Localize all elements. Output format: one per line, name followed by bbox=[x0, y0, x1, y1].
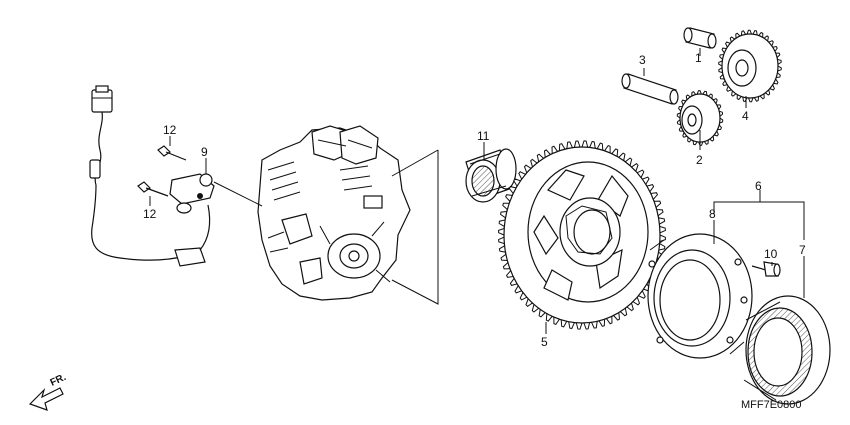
idle-gear-shaft bbox=[621, 73, 679, 105]
callout-9: 9 bbox=[201, 145, 208, 159]
callout-10: 10 bbox=[764, 247, 778, 261]
front-direction-indicator: FR. bbox=[28, 372, 68, 411]
reduction-gear-shaft bbox=[683, 27, 717, 49]
callout-11: 11 bbox=[477, 129, 490, 143]
needle-bearing bbox=[465, 148, 517, 203]
engine-illustration bbox=[257, 125, 411, 301]
callout-1: 1 bbox=[695, 51, 702, 65]
starter-clutch-outer bbox=[647, 233, 753, 359]
pulse-generator-harness bbox=[89, 85, 211, 267]
engine-leader-lines bbox=[213, 149, 439, 305]
idle-gear bbox=[676, 90, 724, 146]
bolt-upper bbox=[157, 145, 187, 161]
callout-12-lower: 12 bbox=[143, 207, 157, 221]
front-label: FR. bbox=[49, 372, 68, 389]
callout-6: 6 bbox=[755, 179, 762, 193]
bolt-lower bbox=[137, 181, 169, 197]
starter-driven-gear bbox=[498, 140, 666, 330]
callout-5: 5 bbox=[541, 335, 548, 349]
pulse-sensor bbox=[169, 173, 215, 214]
callout-12-upper: 12 bbox=[163, 123, 177, 137]
clutch-bolt bbox=[751, 261, 781, 277]
callout-3: 3 bbox=[639, 53, 646, 67]
front-arrow-icon bbox=[28, 387, 64, 411]
one-way-clutch bbox=[743, 295, 831, 405]
callout-2: 2 bbox=[696, 153, 703, 167]
callout-leader-lines bbox=[149, 48, 805, 334]
reduction-gear bbox=[718, 29, 782, 103]
callout-4: 4 bbox=[742, 109, 749, 123]
drawing-code: MFF7E0800 bbox=[741, 399, 802, 411]
callout-8: 8 bbox=[709, 207, 716, 221]
callout-7: 7 bbox=[799, 243, 806, 257]
